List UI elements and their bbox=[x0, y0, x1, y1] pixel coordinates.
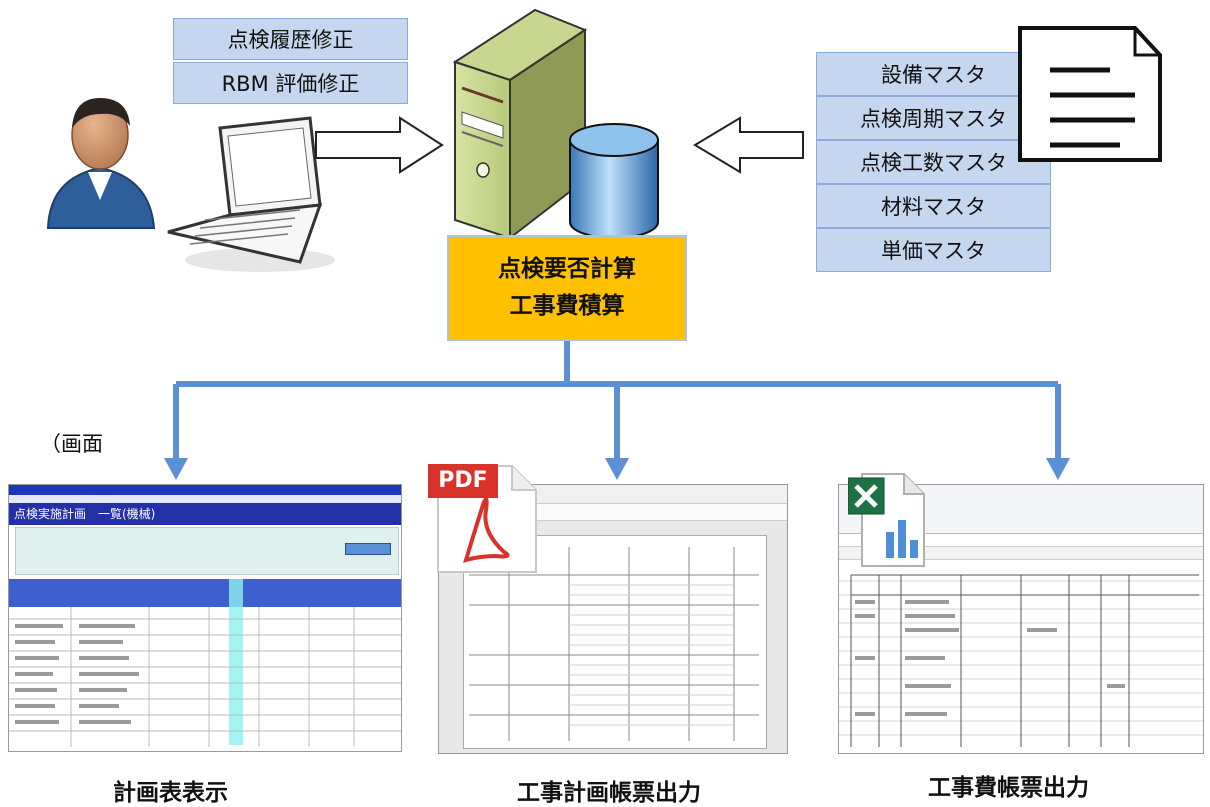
label-rbm-evaluation-edit: RBM 評価修正 bbox=[173, 62, 408, 104]
excel-file-icon bbox=[848, 470, 926, 570]
pdf-file-icon: PDF bbox=[426, 460, 544, 576]
database-icon bbox=[569, 123, 659, 239]
caption-excel-report: 工事費帳票出力 bbox=[928, 775, 1089, 801]
label-master-unit-price: 単価マスタ bbox=[816, 228, 1051, 272]
caption-pdf-report: 工事計画帳票出力 bbox=[517, 780, 701, 806]
user-icon bbox=[46, 98, 156, 229]
label-master-material: 材料マスタ bbox=[816, 184, 1051, 228]
caption-plan-table: 計画表表示 bbox=[113, 780, 228, 806]
server-icon bbox=[452, 8, 588, 241]
plan-table-title: 点検実施計画 一覧(機械) bbox=[9, 503, 401, 525]
document-icon bbox=[1018, 26, 1162, 162]
arrow-into-server-left bbox=[315, 116, 444, 174]
screen-note: （画面 bbox=[40, 432, 103, 456]
process-box: 点検要否計算 工事費積算 bbox=[447, 235, 687, 341]
label-inspection-history-edit: 点検履歴修正 bbox=[173, 18, 408, 60]
label-master-inspection-manhours: 点検工数マスタ bbox=[816, 140, 1051, 184]
laptop-icon bbox=[167, 116, 335, 272]
label-master-equipment: 設備マスタ bbox=[816, 52, 1051, 96]
label-master-inspection-cycle: 点検周期マスタ bbox=[816, 96, 1051, 140]
flow-arrowheads bbox=[164, 458, 1070, 480]
pdf-file-label: PDF bbox=[428, 464, 498, 498]
process-inspection-calc: 点検要否計算 bbox=[498, 256, 636, 282]
process-cost-estimate: 工事費積算 bbox=[509, 293, 625, 319]
arrow-into-server-right bbox=[693, 116, 804, 174]
plan-table-screenshot: 点検実施計画 一覧(機械) bbox=[8, 484, 402, 752]
flow-connectors bbox=[173, 341, 1061, 462]
